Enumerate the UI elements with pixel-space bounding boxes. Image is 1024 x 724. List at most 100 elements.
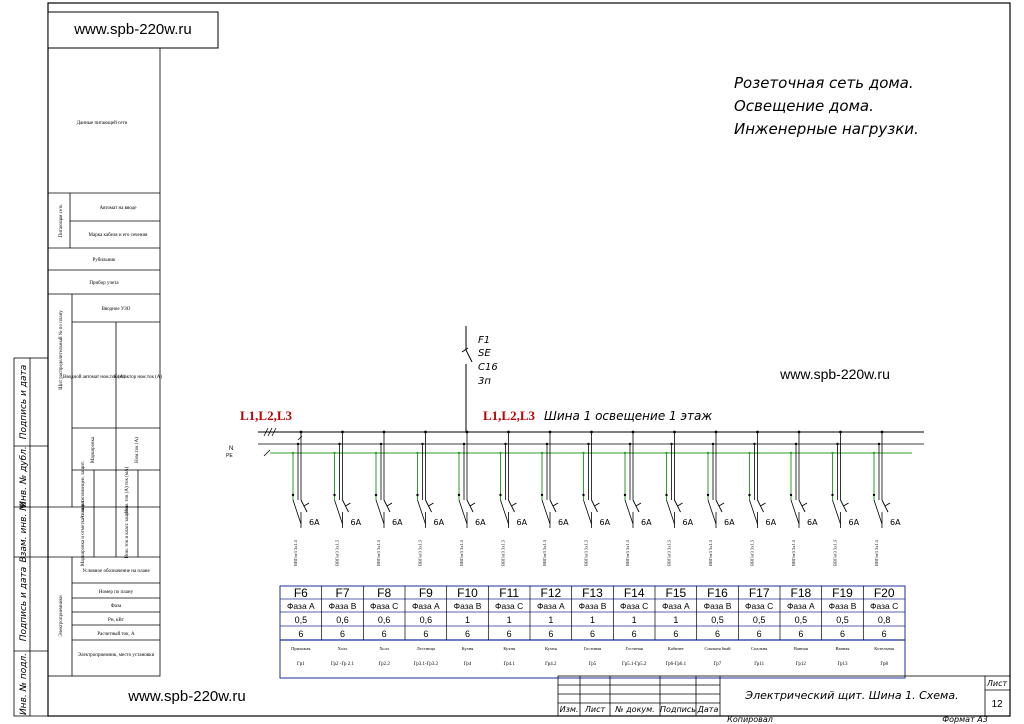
cell-name: Кухня: [462, 646, 474, 651]
circuit-table-grid: [279, 585, 906, 679]
cell-id-F12: F12: [540, 586, 561, 600]
junction-dot: [756, 430, 759, 434]
cell-power: 0,5: [711, 615, 724, 625]
cell-group: Гр4.2: [545, 662, 557, 667]
junction-dot: [499, 493, 502, 497]
cell-id-F19: F19: [832, 586, 853, 600]
cell-current: 6: [298, 629, 303, 639]
branch-F19: 6А ВВГнг3 3х1.5: [831, 430, 860, 566]
junction-dot: [706, 493, 710, 497]
junction-dot: [631, 430, 635, 434]
cell-id-F9: F9: [419, 586, 433, 600]
tb-header-date: Дата: [697, 705, 719, 714]
junction-dot: [590, 430, 593, 434]
stamp-signature-1: Подпись и дата: [19, 567, 29, 642]
junction-dot: [540, 493, 544, 497]
junction-dot: [714, 430, 718, 434]
cell-power: 0,8: [878, 615, 891, 625]
cell-group: Гр4.1: [504, 662, 516, 667]
cell-group: Гр1: [297, 662, 305, 667]
cell-id-F13: F13: [582, 586, 603, 600]
cell-group: Гр6-Гр6.1: [666, 662, 687, 667]
branch-cable-label: ВВГнг3 3х1.5: [625, 539, 630, 566]
cell-power: 0,6: [378, 615, 391, 625]
junction-dot: [587, 442, 590, 446]
bus-label-left: L1,L2,L3: [240, 408, 293, 423]
breaker-switch-link: [375, 499, 385, 525]
breaker-switch-link: [541, 499, 551, 525]
cell-power: 0,5: [836, 615, 849, 625]
cell-current: 6: [507, 629, 512, 639]
cell-name: Кухня: [503, 646, 515, 651]
branch-cable-label: ВВГнг3 3х1.5: [542, 539, 547, 566]
junction-dot: [374, 493, 378, 497]
junction-dot: [628, 442, 632, 446]
cell-current: 6: [423, 629, 428, 639]
table-outline: [279, 585, 906, 679]
junction-dot: [836, 442, 839, 446]
cell-power: 1: [632, 615, 637, 625]
sheet-label: Лист: [986, 679, 1008, 688]
branch-cable-label: ВВГнг3 3х1.5: [584, 539, 589, 566]
breaker-switch-mark: [594, 502, 600, 507]
breaker-switch-mark: [718, 502, 725, 507]
legend-cable-brand: Марка кабеля и его сечения: [89, 233, 149, 238]
branch-rating-label: 6А: [849, 518, 860, 527]
cell-power: 1: [507, 615, 512, 625]
junction-dot: [748, 493, 751, 497]
watermark-bottom: www.spb-220w.ru: [127, 688, 246, 705]
legend-table: [47, 47, 161, 677]
legend-marking2: Маркировка и отметка о защите: [81, 497, 86, 566]
cell-current: 6: [382, 629, 387, 639]
cell-group: Гр12: [796, 662, 807, 667]
junction-dot: [421, 442, 424, 446]
cell-current: 6: [798, 629, 803, 639]
cell-phase: Фаза С: [870, 601, 898, 611]
branch-rating-label: 6А: [434, 518, 445, 527]
legend-board-group: Щит распределительный № по плану: [58, 310, 64, 390]
cell-id-F8: F8: [377, 586, 391, 600]
branch-cable-label: ВВГнг3 3х1.5: [667, 539, 672, 566]
tb-header-izm: Изм.: [560, 705, 579, 714]
branch-rating-label: 6А: [309, 518, 320, 527]
cell-phase: Фаза А: [787, 601, 815, 611]
cell-power: 0,6: [420, 615, 433, 625]
legend-board-breaker: Вводной автомат ном.ток (А): [63, 375, 125, 380]
branch-cable-label: ВВГнг3 3х1.5: [833, 539, 838, 566]
junction-dot: [623, 451, 627, 455]
junction-dot: [872, 493, 876, 497]
side-stamp-labels: Инв. № подл. Подпись и дата Взам. инв. №…: [19, 365, 29, 715]
tb-header-list: Лист: [584, 705, 606, 714]
breaker-switch-link: [583, 499, 592, 525]
legend-rated-current: Ном.ток (А): [135, 437, 140, 463]
legend-phase: Фаза: [111, 604, 122, 609]
junction-dot: [748, 451, 751, 455]
junction-dot: [462, 442, 466, 446]
junction-dot: [880, 430, 884, 434]
junction-dot: [548, 430, 552, 434]
junction-dot: [465, 430, 469, 434]
branch-cable-label: ВВГнг3 3х1.5: [750, 539, 755, 566]
cell-current: 6: [673, 629, 678, 639]
breaker-switch-mark: [635, 502, 642, 507]
cell-power: 0,5: [295, 615, 308, 625]
cell-name: Котельная: [874, 646, 894, 651]
breaker-switch-link: [334, 499, 343, 525]
side-stamp: [13, 357, 49, 717]
junction-dot: [623, 493, 627, 497]
cell-group: Гр5: [589, 662, 597, 667]
legend-input-rcd: Вводное УЗО: [102, 307, 131, 312]
branch-cable-label: ВВГнг3 3х1.5: [459, 539, 464, 566]
legend-marking3: Ном. ток и класс защиты: [125, 505, 130, 559]
branch-cable-label: ВВГнг3 3х1.5: [293, 539, 298, 566]
main-breaker-curve: C16: [478, 362, 498, 373]
cell-current: 6: [715, 629, 720, 639]
n-label: N: [229, 446, 233, 452]
cell-current: 6: [882, 629, 887, 639]
